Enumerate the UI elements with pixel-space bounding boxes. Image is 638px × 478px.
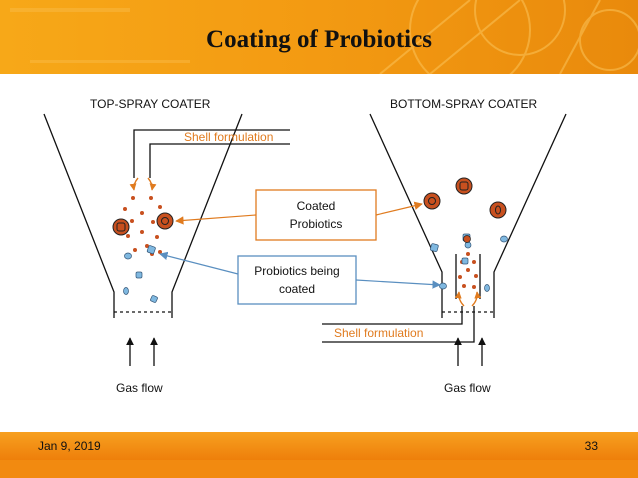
callout-probiotics-being-coated: Probiotics being coated (159, 251, 441, 305)
coated-arrow-right (375, 201, 423, 216)
callout-coated-probiotics: Coated Probiotics (175, 189, 423, 241)
top-spray-arrow-right (147, 177, 157, 191)
top-spray-nozzle-inner (149, 143, 290, 178)
bottom-spray-nozzle-inner (322, 306, 475, 343)
top-spray-title: TOP-SPRAY COATER (90, 97, 211, 111)
bottom-spray-coated-particle (489, 201, 507, 219)
footer-band (0, 432, 638, 460)
bottom-spray-right-wall (493, 113, 567, 318)
bottom-spray-coater: BOTTOM-SPRAY COATER Shell formulation (322, 97, 567, 395)
top-spray-coated-particle (156, 212, 174, 230)
bottom-spray-small-coated (463, 235, 471, 243)
bottom-spray-droplets (458, 252, 478, 289)
slide-title: Coating of Probiotics (206, 26, 432, 53)
callout-coated-line1: Coated (297, 199, 336, 213)
top-spray-coater: TOP-SPRAY COATER Shell formulation (43, 97, 290, 395)
coating-diagram: TOP-SPRAY COATER Shell formulation (43, 97, 567, 395)
top-spray-left-wall (43, 113, 115, 318)
being-coated-arrow-left (159, 251, 239, 275)
callout-coated-line2: Probiotics (290, 217, 343, 231)
top-spray-nozzle-outer (133, 129, 290, 178)
bottom-spray-arrow-right (471, 291, 482, 307)
bottom-spray-coated-particle (423, 192, 441, 210)
top-spray-shell-label: Shell formulation (184, 130, 273, 144)
top-spray-droplets (123, 196, 162, 256)
top-spray-uncoated-particles (123, 245, 158, 303)
coated-arrow-left (175, 214, 257, 225)
bottom-spray-gas-label: Gas flow (444, 381, 491, 395)
bottom-spray-shell-label: Shell formulation (334, 326, 423, 340)
footer-date: Jan 9, 2019 (38, 439, 101, 453)
bottom-spray-title: BOTTOM-SPRAY COATER (390, 97, 537, 111)
bottom-spray-left-wall (369, 113, 443, 318)
header-background (0, 0, 638, 74)
footer-bar: Jan 9, 2019 33 (0, 432, 638, 478)
header-banner: Coating of Probiotics (0, 0, 638, 74)
top-spray-gas-label: Gas flow (116, 381, 163, 395)
top-spray-right-wall (171, 113, 243, 318)
bottom-spray-nozzle-outer (322, 306, 463, 325)
bottom-spray-arrow-left (454, 291, 465, 307)
bottom-spray-uncoated-particles (430, 233, 508, 292)
callout-being-coated-line2: coated (279, 282, 315, 296)
top-spray-coated-particle (112, 218, 130, 236)
callout-being-coated-line1: Probiotics being (254, 264, 339, 278)
footer-page-number: 33 (584, 439, 598, 453)
bottom-spray-coated-particle (455, 177, 473, 195)
being-coated-arrow-right (355, 279, 441, 289)
top-spray-arrow-left (129, 177, 139, 191)
